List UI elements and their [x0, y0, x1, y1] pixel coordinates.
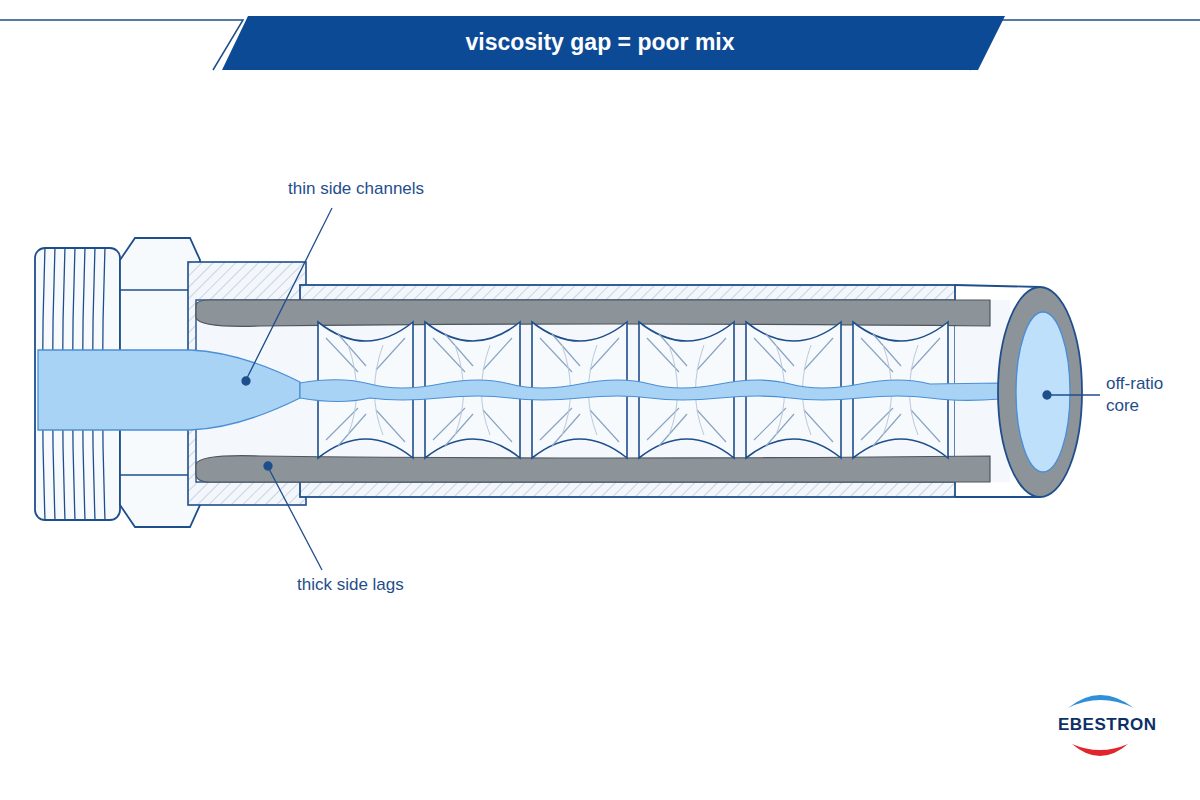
inlet-stream — [38, 350, 300, 430]
mixer-tube — [196, 285, 1040, 497]
thick-stream-bottom — [196, 456, 990, 482]
title-banner — [0, 16, 1200, 70]
callout-label: thin side channels — [288, 178, 424, 200]
logo-text: EBESTRON — [1058, 714, 1156, 736]
callout-label: thick side lags — [297, 574, 404, 596]
thin-stream — [300, 380, 1000, 402]
leader-lines — [242, 208, 1100, 570]
outlet — [998, 287, 1082, 497]
callout-label: off-ratio core — [1106, 373, 1186, 417]
diagram-title: viscosity gap = poor mix — [230, 28, 970, 58]
threaded-fitting — [35, 238, 306, 527]
thick-stream-top — [196, 300, 990, 326]
